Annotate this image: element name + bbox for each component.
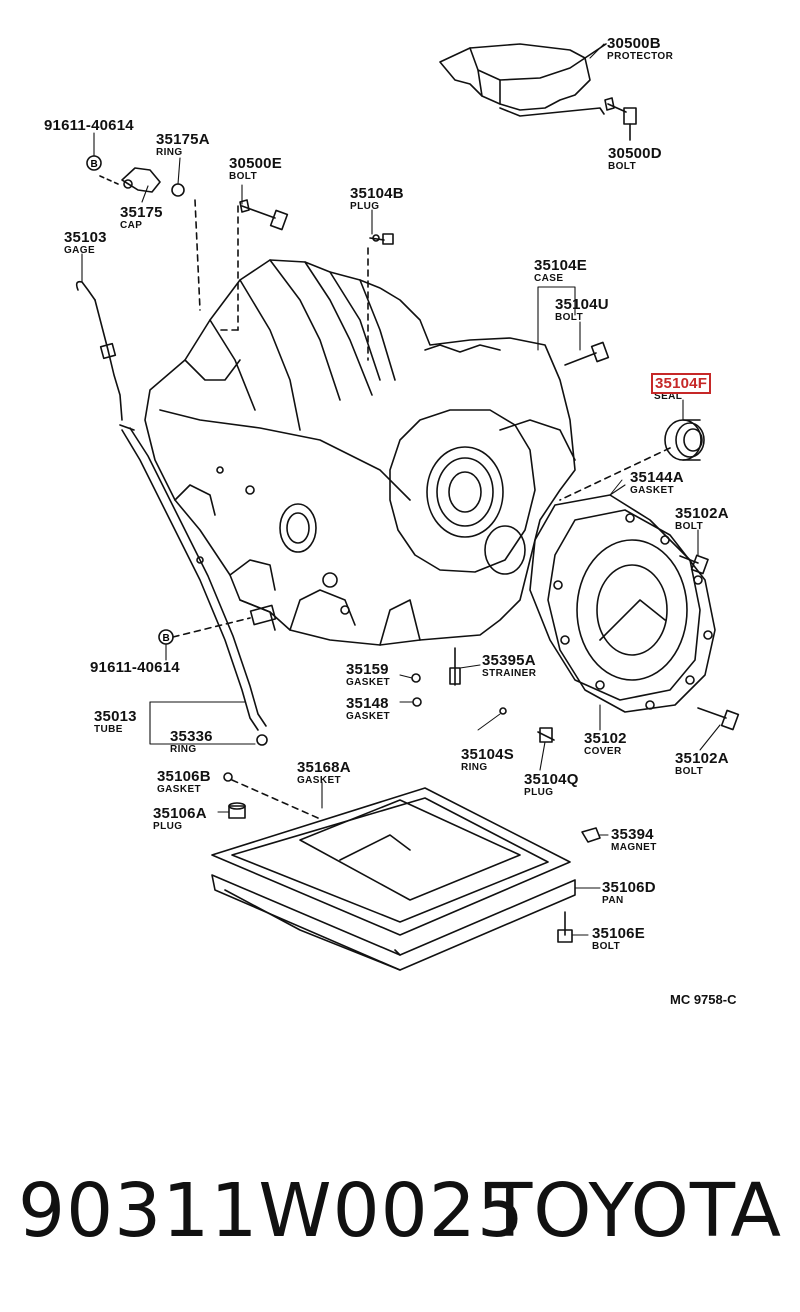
plug-35104q: [537, 727, 555, 743]
part-number: 90311W0025: [18, 1168, 525, 1254]
plug-35104b: [369, 233, 394, 245]
gasket-35144a: [529, 494, 701, 701]
gasket-35148: [412, 697, 422, 707]
cover-part: [547, 509, 716, 713]
gasket-35168a: [211, 787, 571, 936]
ring-35336: [256, 734, 268, 746]
bolt-35102a-upper: [679, 554, 709, 575]
tube-35013: [119, 424, 267, 731]
plug-35106a: [228, 802, 246, 819]
label-91611-top: 91611-40614: [44, 117, 134, 134]
cap-35175: [121, 167, 161, 193]
transmission-case: [144, 259, 576, 646]
bolt-35102a-lower: [697, 707, 740, 731]
strainer-35395a: [449, 647, 461, 686]
footer: 90311W0025 TOYOTA: [0, 1160, 800, 1270]
bolt-30500d: [604, 97, 637, 141]
brand-name: TOYOTA: [487, 1168, 782, 1254]
label-91611-bottom: 91611-40614: [90, 659, 180, 676]
transmission-exploded-diagram: B B: [75, 43, 740, 971]
gasket-35159: [411, 673, 421, 683]
gage-35103: [75, 280, 123, 421]
marker-letter-top: B: [91, 159, 98, 170]
protector-part: [439, 43, 607, 117]
marker-letter-bottom: B: [163, 633, 170, 644]
ring-35104s: [499, 707, 507, 715]
magnet-35394: [581, 827, 601, 843]
ring-35175a: [171, 183, 185, 197]
seal-part: [664, 419, 705, 461]
bolt-35106e: [557, 911, 573, 943]
oil-pan: [211, 799, 576, 971]
bolt-30500e: [239, 199, 289, 231]
gasket-35106b: [223, 772, 233, 782]
diagram-reference-code: MC 9758-C: [670, 992, 737, 1007]
bolt-35104u: [564, 341, 610, 366]
